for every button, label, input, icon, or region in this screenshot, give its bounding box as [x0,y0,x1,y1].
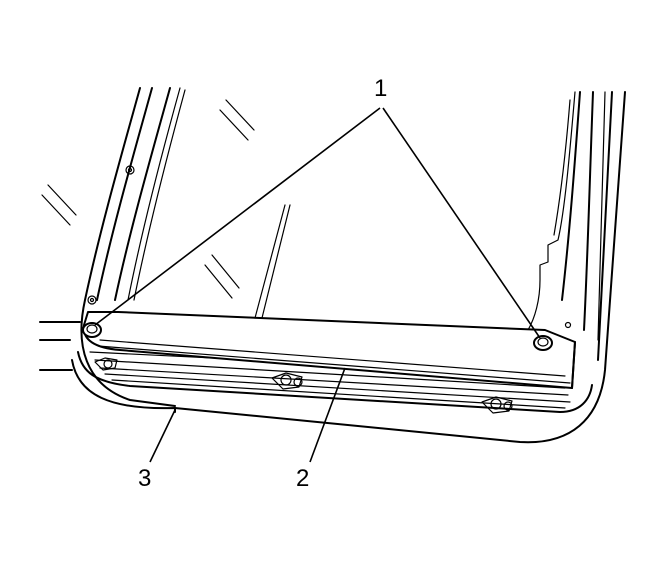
leader-3 [149,409,176,463]
callout-1: 1 [374,75,387,102]
leader-1-left [94,107,381,326]
clip-locator-left [94,357,118,371]
clip-locator-right [481,396,513,414]
leader-1-right [382,107,541,339]
clip-locator-middle [271,372,303,390]
callout-leaders [94,107,541,463]
sill-plate [82,311,576,389]
fastener-left [82,322,102,338]
glass-reflection-marks [41,99,291,319]
callout-2: 2 [296,465,309,492]
fastener-right [533,335,553,351]
door-frame-trim [39,87,626,444]
callout-3: 3 [138,465,151,492]
leader-2 [309,367,346,463]
